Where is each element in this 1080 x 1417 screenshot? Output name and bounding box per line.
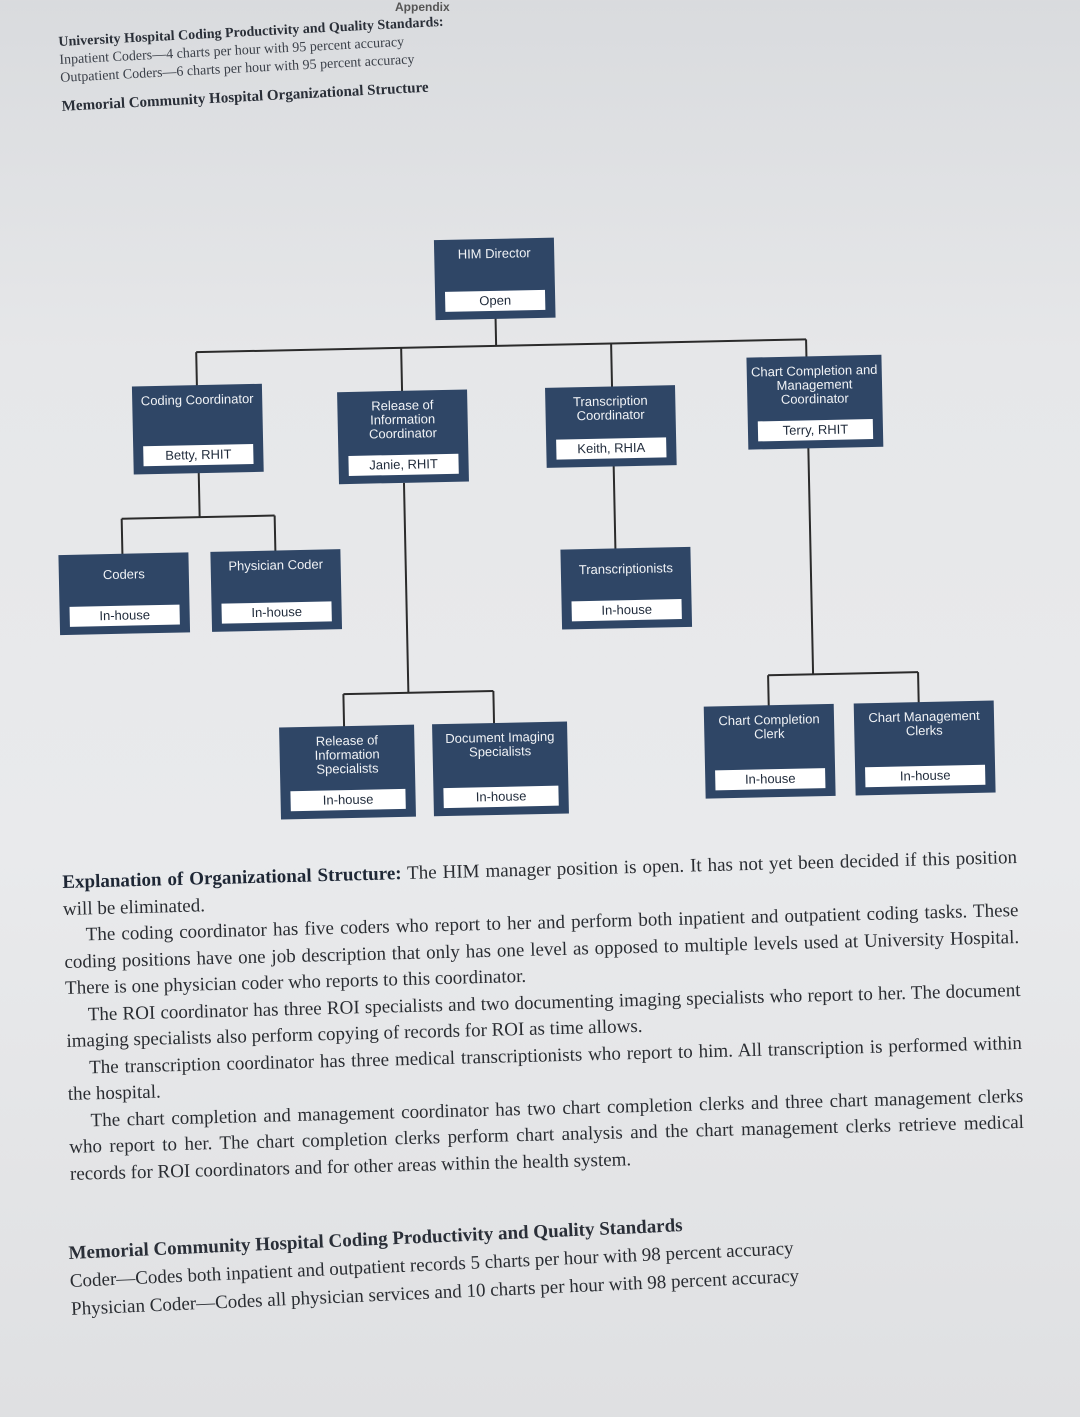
box-title: Release of Information Coordinator	[368, 397, 438, 442]
document-imaging-box: Document Imaging Specialists In-house	[432, 721, 569, 817]
connector-line	[400, 347, 404, 398]
connector-line	[612, 463, 617, 554]
him-director-box: HIM Director Open	[433, 237, 556, 321]
connector-line	[196, 338, 807, 354]
box-status: Keith, RHIA	[556, 437, 667, 460]
box-status: In-house	[715, 768, 826, 791]
box-status: Open	[444, 289, 546, 312]
page-header: Appendix	[395, 0, 450, 14]
transcriptionists-box: Transcriptionists In-house	[560, 546, 693, 630]
memorial-standards: Memorial Community Hospital Coding Produ…	[68, 1201, 931, 1324]
connector-line	[121, 514, 275, 520]
box-title: Document Imaging Specialists	[445, 728, 555, 760]
roi-specialists-box: Release of Information Specialists In-ho…	[279, 724, 416, 820]
connector-line	[807, 444, 815, 675]
connector-line	[610, 343, 614, 394]
box-status: Janie, RHIT	[348, 453, 459, 476]
coding-coordinator-box: Coding Coordinator Betty, RHIT	[131, 383, 264, 475]
box-status: In-house	[290, 788, 406, 812]
transcription-coordinator-box: Transcription Coordinator Keith, RHIA	[545, 385, 677, 468]
connector-line	[273, 515, 277, 556]
connector-line	[343, 690, 494, 696]
box-status: In-house	[221, 601, 332, 624]
connector-line	[494, 315, 498, 346]
university-standards: University Hospital Coding Productivity …	[58, 5, 622, 116]
box-title: Transcription Coordinator	[572, 392, 648, 424]
connector-line	[402, 482, 410, 693]
box-status: In-house	[865, 764, 986, 788]
chart-coordinator-box: Chart Completion and Management Coordina…	[746, 354, 884, 450]
box-title: Chart Completion and Management Coordina…	[750, 361, 878, 407]
explanation-label: Explanation of Organizational Structure:	[62, 863, 402, 893]
box-status: Terry, RHIT	[757, 419, 874, 442]
box-title: Chart Completion Clerk	[718, 711, 820, 742]
connector-line	[197, 472, 201, 518]
roi-coordinator-box: Release of Information Coordinator Janie…	[337, 389, 469, 485]
chart-management-clerks-box: Chart Management Clerks In-house	[853, 700, 996, 796]
box-status: In-house	[69, 604, 180, 627]
box-title: Physician Coder	[228, 556, 324, 574]
org-chart: HIM Director Open Coding Coordinator Bet…	[0, 199, 1080, 861]
box-status: Betty, RHIT	[143, 443, 254, 467]
box-status: In-house	[571, 599, 682, 622]
box-title: Chart Management Clerks	[868, 707, 980, 739]
explanation-section: Explanation of Organizational Structure:…	[62, 845, 1025, 1188]
physician-coder-box: Physician Coder In-house	[210, 549, 343, 632]
connector-line	[768, 671, 919, 677]
box-title: Coders	[102, 566, 145, 583]
box-title: Coding Coordinator	[140, 390, 254, 409]
box-status: In-house	[443, 785, 559, 809]
chart-completion-clerk-box: Chart Completion Clerk In-house	[703, 703, 836, 799]
box-title: Release of Information Specialists	[314, 732, 380, 777]
connector-line	[120, 518, 124, 559]
box-title: Transcriptionists	[578, 560, 674, 578]
coders-box: Coders In-house	[58, 552, 191, 636]
box-title: HIM Director	[457, 245, 531, 262]
